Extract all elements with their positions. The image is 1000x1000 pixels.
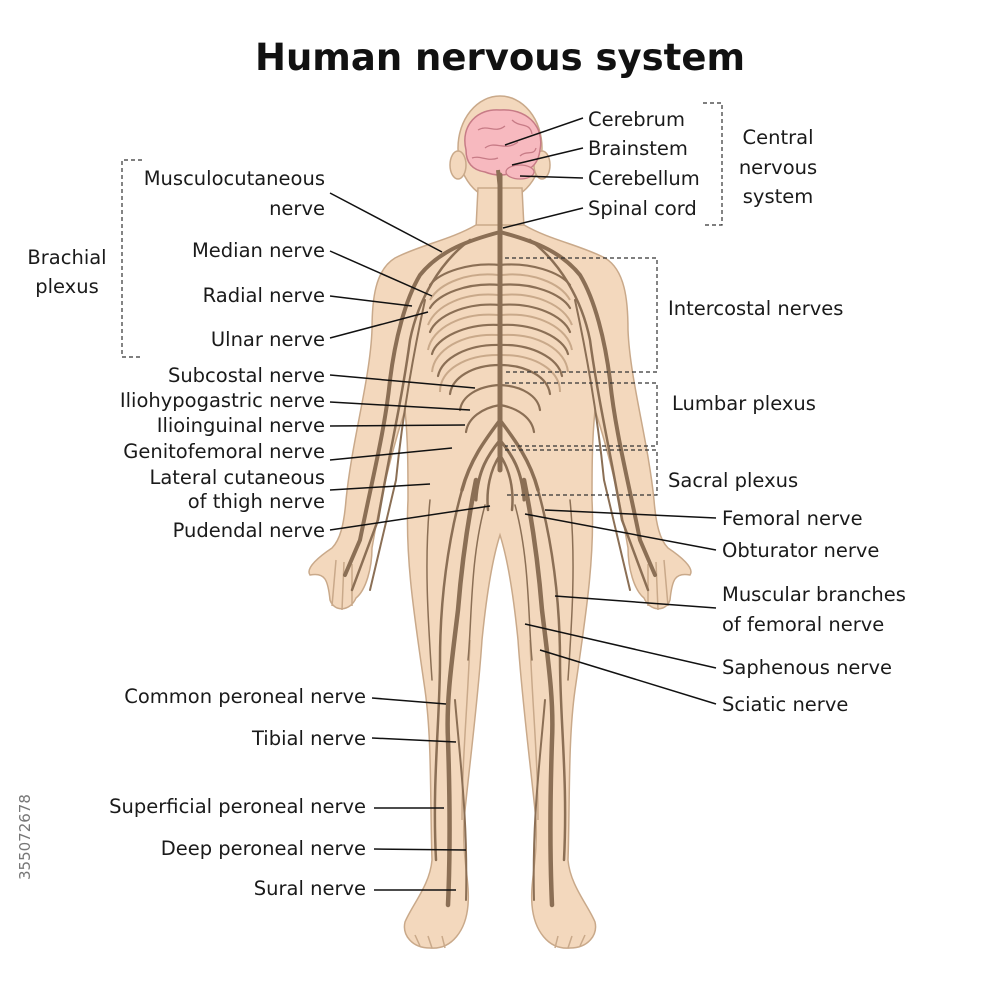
label-deep-peroneal-nerve: Deep peroneal nerve (161, 837, 366, 860)
label-brainstem: Brainstem (588, 137, 688, 160)
label-ulnar-nerve: Ulnar nerve (211, 328, 325, 351)
label-intercostal-nerves: Intercostal nerves (668, 297, 843, 320)
stock-id-watermark: 355072678 (16, 794, 34, 880)
label-ilioinguinal-nerve: Ilioinguinal nerve (157, 414, 325, 437)
bracket-cns (703, 102, 723, 226)
bracket-sacral-plexus (505, 449, 658, 496)
label-cerebrum: Cerebrum (588, 108, 685, 131)
labels-right: Cerebrum Brainstem Cerebellum Spinal cor… (588, 108, 906, 716)
label-sural-nerve: Sural nerve (254, 877, 366, 900)
label-sacral-plexus: Sacral plexus (668, 469, 798, 492)
label-cerebellum: Cerebellum (588, 167, 700, 190)
label-pudendal-nerve: Pudendal nerve (173, 519, 325, 542)
label-superficial-peroneal-nerve: Superficial peroneal nerve (109, 795, 366, 818)
nerve-network (343, 172, 657, 908)
label-subcostal-nerve: Subcostal nerve (168, 364, 325, 387)
leader-lines (329, 117, 717, 891)
label-tibial-nerve: Tibial nerve (251, 727, 366, 750)
label-muscular-branches-line1: Muscular branches (722, 583, 906, 606)
label-iliohypogastric-nerve: Iliohypogastric nerve (120, 389, 325, 412)
labels-left: Musculocutaneous nerve Brachial plexus M… (27, 167, 366, 900)
label-brachial-line2: plexus (35, 275, 99, 298)
diagram-title: Human nervous system (255, 36, 745, 79)
bracket-lumbar-plexus (505, 382, 658, 447)
label-femoral-nerve: Femoral nerve (722, 507, 863, 530)
label-lateral-cutaneous-line1: Lateral cutaneous (149, 466, 325, 489)
label-sciatic-nerve: Sciatic nerve (722, 693, 848, 716)
label-genitofemoral-nerve: Genitofemoral nerve (123, 440, 325, 463)
label-cns-line3: system (743, 185, 814, 208)
label-saphenous-nerve: Saphenous nerve (722, 656, 892, 679)
label-spinal-cord: Spinal cord (588, 197, 697, 220)
label-muscular-branches-line2: of femoral nerve (722, 613, 884, 636)
label-obturator-nerve: Obturator nerve (722, 539, 879, 562)
label-common-peroneal-nerve: Common peroneal nerve (124, 685, 366, 708)
label-cns-line2: nervous (739, 156, 817, 179)
label-radial-nerve: Radial nerve (203, 284, 325, 307)
bracket-brachial-plexus (121, 159, 142, 358)
label-musculocutaneous-line1: Musculocutaneous (144, 167, 325, 190)
label-lumbar-plexus: Lumbar plexus (672, 392, 816, 415)
label-median-nerve: Median nerve (192, 239, 325, 262)
label-brachial-line1: Brachial (27, 246, 106, 269)
label-cns-line1: Central (742, 126, 813, 149)
label-musculocutaneous-line2: nerve (269, 197, 325, 220)
label-lateral-cutaneous-line2: of thigh nerve (188, 490, 325, 513)
